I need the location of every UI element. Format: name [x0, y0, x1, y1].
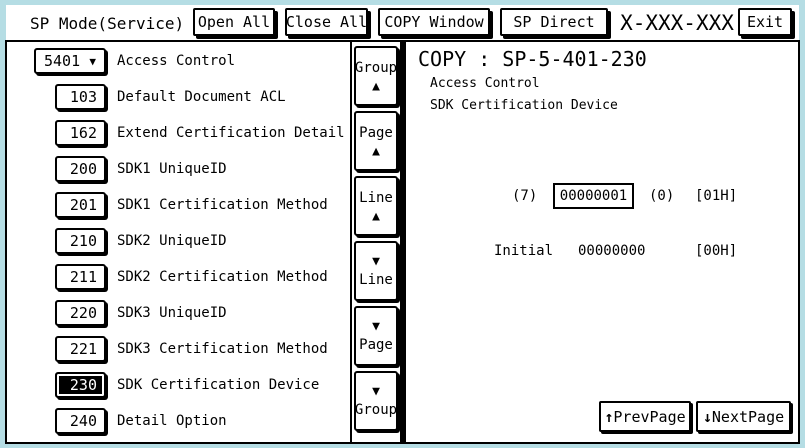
close-all-button[interactable]: Close All — [285, 8, 368, 36]
sp-item-label: SDK3 UniqueID — [117, 305, 227, 321]
sp-item-label: SDK1 Certification Method — [117, 197, 328, 213]
sp-item-row: 240 Detail Option — [7, 408, 350, 434]
sp-item-label: SDK1 UniqueID — [117, 161, 227, 177]
window-title: SP Mode(Service) — [30, 14, 185, 33]
nav-line-up-button[interactable]: Line ▲ — [354, 176, 398, 236]
next-page-label: NextPage — [711, 407, 785, 426]
open-all-button[interactable]: Open All — [193, 8, 275, 36]
up-arrow-icon: ▲ — [372, 143, 380, 159]
value-input[interactable]: 00000001 — [553, 183, 634, 209]
nav-button-label: Line — [359, 271, 393, 288]
sp-item-row: 210 SDK2 UniqueID — [7, 228, 350, 254]
detail-panel-border — [400, 42, 406, 442]
sp-item-row: 230 SDK Certification Device — [7, 372, 350, 398]
nav-page-down-button[interactable]: ▼ Page — [354, 306, 398, 366]
sp-item-code-button[interactable]: 200 — [55, 156, 106, 182]
detail-title: COPY : SP-5-401-230 — [418, 47, 647, 71]
detail-sp-name: SDK Certification Device — [430, 98, 618, 113]
list-nav-divider — [350, 42, 352, 442]
sp-item-row: 201 SDK1 Certification Method — [7, 192, 350, 218]
up-arrow-icon: ▲ — [372, 208, 380, 224]
sp-item-code-button[interactable]: 103 — [55, 84, 106, 110]
sp-item-code-button[interactable]: 230 — [55, 372, 106, 398]
nav-button-label: Group — [354, 401, 398, 418]
next-page-button[interactable]: ↓NextPage — [696, 401, 791, 432]
nav-line-down-button[interactable]: ▼ Line — [354, 241, 398, 301]
detail-panel: COPY : SP-5-401-230 Access Control SDK C… — [406, 42, 798, 442]
sp-group-label: Access Control — [117, 53, 236, 69]
sp-item-code-button[interactable]: 201 — [55, 192, 106, 218]
sp-item-label: Default Document ACL — [117, 89, 286, 105]
machine-code: X-XXX-XXX — [620, 11, 734, 35]
sp-item-row: 220 SDK3 UniqueID — [7, 300, 350, 326]
sp-direct-button[interactable]: SP Direct — [500, 8, 608, 36]
exit-button[interactable]: Exit — [738, 8, 792, 36]
sp-item-row: 221 SDK3 Certification Method — [7, 336, 350, 362]
nav-button-label: Page — [359, 336, 393, 353]
nav-page-up-button[interactable]: Page ▲ — [354, 111, 398, 171]
value-hex: [01H] — [695, 188, 738, 204]
down-arrow-icon: ↓ — [702, 407, 712, 426]
sp-item-label: SDK2 UniqueID — [117, 233, 227, 249]
nav-group-down-button[interactable]: ▼ Group — [354, 371, 398, 431]
sp-item-row: 200 SDK1 UniqueID — [7, 156, 350, 182]
titlebar: SP Mode(Service) Open All Close All COPY… — [6, 5, 799, 40]
sp-item-code-button[interactable]: 210 — [55, 228, 106, 254]
sp-item-label: SDK Certification Device — [117, 377, 320, 393]
prev-page-label: PrevPage — [613, 407, 686, 426]
sp-group-row: 5401 ▼ Access Control — [7, 48, 350, 74]
sp-item-row: 162 Extend Certification Detail — [7, 120, 350, 146]
sp-item-label: SDK2 Certification Method — [117, 269, 328, 285]
up-arrow-icon: ▲ — [372, 78, 380, 94]
initial-hex: [00H] — [695, 243, 738, 259]
sp-item-row: 103 Default Document ACL — [7, 84, 350, 110]
sp-group-button[interactable]: 5401 ▼ — [34, 48, 106, 74]
nav-button-label: Line — [359, 189, 393, 206]
prev-page-button[interactable]: ↑PrevPage — [599, 401, 691, 432]
detail-group-name: Access Control — [430, 76, 540, 91]
down-arrow-icon: ▼ — [372, 253, 380, 269]
nav-group-up-button[interactable]: Group ▲ — [354, 46, 398, 106]
down-arrow-icon: ▼ — [372, 383, 380, 399]
value-max: (7) — [512, 188, 538, 204]
sp-item-code-button[interactable]: 220 — [55, 300, 106, 326]
sp-group-code: 5401 — [44, 52, 81, 70]
initial-value: 00000000 — [578, 243, 646, 259]
main-panel: 5401 ▼ Access Control 103 Default Docume… — [5, 40, 800, 444]
down-arrow-icon: ▼ — [372, 318, 380, 334]
up-arrow-icon: ↑ — [604, 407, 614, 426]
initial-label: Initial — [494, 243, 554, 259]
nav-button-label: Page — [359, 124, 393, 141]
value-min: (0) — [649, 188, 675, 204]
sp-item-label: Detail Option — [117, 413, 227, 429]
copy-window-button[interactable]: COPY Window — [378, 8, 490, 36]
dropdown-arrow-icon: ▼ — [89, 54, 96, 68]
sp-item-code-button[interactable]: 211 — [55, 264, 106, 290]
nav-button-label: Group — [354, 59, 398, 76]
sp-item-label: Extend Certification Detail — [117, 125, 345, 141]
sp-item-code-button[interactable]: 162 — [55, 120, 106, 146]
sp-item-label: SDK3 Certification Method — [117, 341, 328, 357]
sp-item-code-button[interactable]: 240 — [55, 408, 106, 434]
sp-item-code-button[interactable]: 221 — [55, 336, 106, 362]
sp-item-row: 211 SDK2 Certification Method — [7, 264, 350, 290]
